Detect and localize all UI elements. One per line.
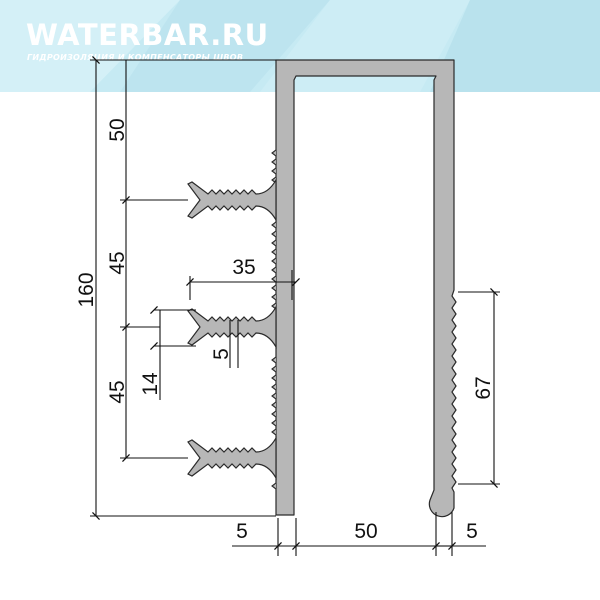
dim-gap-width: 50 [354,520,377,543]
wall-rib [271,401,277,409]
wall-ribs [271,149,277,490]
wall-rib [271,374,277,382]
anchor-rib-3 [187,435,277,481]
wall-rib [271,275,277,283]
anchor-rib-2 [187,304,277,350]
wall-rib [271,266,277,274]
wall-rib [271,293,277,301]
wall-rib [271,302,277,310]
wall-rib [271,410,277,418]
dim-right-wall: 5 [466,520,478,543]
dim-flange-height: 67 [472,376,495,399]
dim-total-height: 160 [75,272,98,307]
wall-rib [271,239,277,247]
wall-rib [271,392,277,400]
wall-rib [271,419,277,427]
wall-rib [271,383,277,391]
dim-left-wall: 5 [236,520,248,543]
wall-rib [271,230,277,238]
dim-anchor-reach: 35 [232,256,255,279]
wall-rib [271,167,277,175]
wall-rib [271,257,277,265]
wall-rib [271,284,277,292]
dim-top-segment: 50 [106,118,129,141]
dim-mid-segment: 45 [106,251,129,274]
wall-rib [271,221,277,229]
dim-bottom-segment: 45 [106,380,129,403]
wall-rib [271,365,277,373]
dim-anchor-spacing: 14 [139,372,162,396]
wall-rib [271,149,277,157]
site-logo: WATERBAR.RU [26,18,269,52]
banner-background [0,0,600,92]
site-slogan: ГИДРОИЗОЛЯЦИЯ И КОМПЕНСАТОРЫ ШВОВ [27,53,244,62]
wall-rib [271,248,277,256]
dimension-lines [90,56,500,556]
anchor-rib-1 [187,177,277,223]
wall-rib [271,482,277,490]
waterstop-profile [275,59,457,518]
wall-rib [271,356,277,364]
anchor-ribs [187,177,277,481]
wall-rib [271,428,277,436]
wall-rib [271,158,277,166]
dim-rib-width: 5 [210,348,233,360]
